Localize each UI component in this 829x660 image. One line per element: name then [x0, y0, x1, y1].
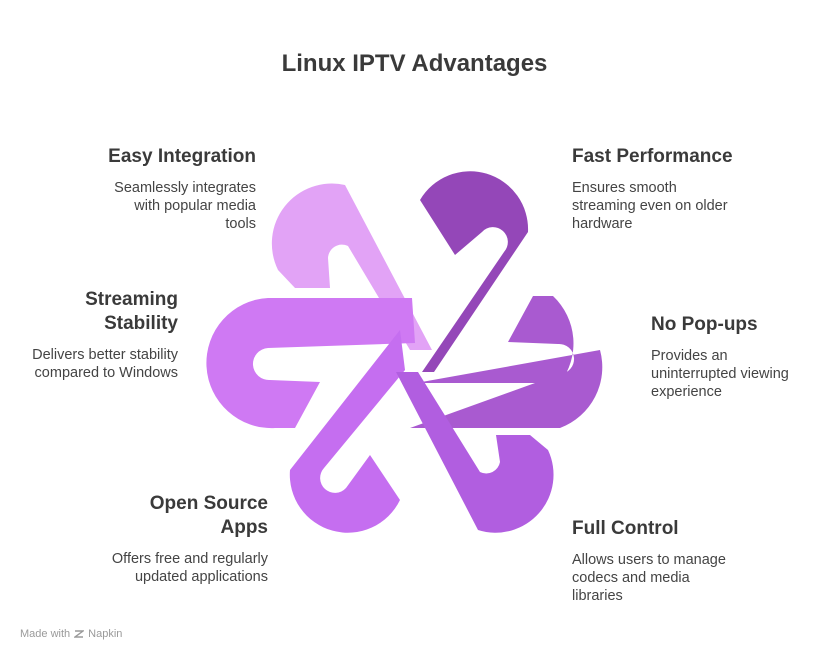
heading-open-source-apps: Open Source Apps [149, 493, 268, 538]
desc-full-control: Allows users to manage codecs and media … [572, 552, 726, 604]
desc-no-popups: Provides an uninterrupted viewing experi… [651, 348, 789, 400]
item-open-source-apps: Open Source Apps Offers free and regular… [18, 492, 268, 586]
heading-full-control: Full Control [572, 518, 679, 539]
desc-streaming-stability: Delivers better stability compared to Wi… [32, 347, 178, 381]
made-with-napkin-footer: Made with Napkin [20, 628, 122, 640]
diagram-title: Linux IPTV Advantages [281, 50, 548, 77]
heading-streaming-stability: Streaming Stability [85, 289, 178, 334]
heading-easy-integration: Easy Integration [108, 146, 256, 167]
napkin-logo-icon [74, 630, 85, 638]
desc-open-source-apps: Offers free and regularly updated applic… [111, 551, 268, 585]
petal-streaming-stability [206, 298, 415, 429]
footer-brand: Napkin [88, 628, 123, 640]
heading-no-popups: No Pop-ups [651, 314, 758, 335]
item-fast-performance: Fast Performance Ensures smooth streamin… [572, 145, 822, 233]
item-streaming-stability: Streaming Stability Delivers better stab… [0, 288, 178, 382]
petal-open-source-apps [289, 330, 405, 533]
item-no-popups: No Pop-ups Provides an uninterrupted vie… [651, 313, 821, 401]
desc-fast-performance: Ensures smooth streaming even on older h… [572, 180, 728, 232]
petal-full-control [396, 372, 554, 533]
petal-no-popups [410, 296, 603, 428]
item-full-control: Full Control Allows users to manage code… [572, 517, 822, 605]
footer-prefix: Made with [20, 628, 71, 640]
petal-fast-performance [420, 171, 529, 372]
desc-easy-integration: Seamlessly integrates with popular media… [114, 180, 256, 232]
heading-fast-performance: Fast Performance [572, 146, 733, 167]
item-easy-integration: Easy Integration Seamlessly integrates w… [6, 145, 256, 233]
